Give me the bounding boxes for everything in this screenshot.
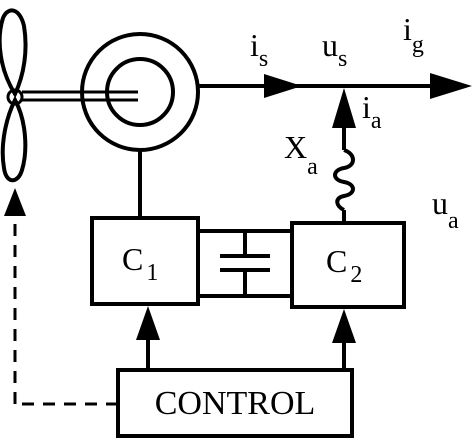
pitch-control-path [13,218,118,406]
arrow-is [264,74,302,98]
arrow-control-c2 [332,309,356,343]
rotor-hub [6,88,24,106]
label-ia: ia [362,89,382,134]
output-line [198,73,472,99]
blade-upper [0,8,28,99]
control-signals [136,306,356,370]
converter-c1-box [90,216,200,306]
label-xa: Xa [284,129,318,180]
turbine-rotor [0,8,28,183]
label-ua: ua [432,185,459,234]
generator-rotor [105,57,175,127]
arrow-pitch-control [4,188,26,216]
inductor-xa [333,148,355,212]
label-control: CONTROL [155,385,316,422]
arrow-ia [332,88,356,128]
converter-c2-box [290,221,406,309]
label-us: us [322,27,347,72]
label-ig: ig [403,11,424,58]
arrow-ig [430,73,472,99]
arrow-control-c1 [136,306,160,340]
label-is: is [250,27,268,72]
dc-link [198,229,292,298]
blade-lower [0,95,28,183]
turbine-shaft [22,90,138,102]
grid-branch [332,88,356,223]
